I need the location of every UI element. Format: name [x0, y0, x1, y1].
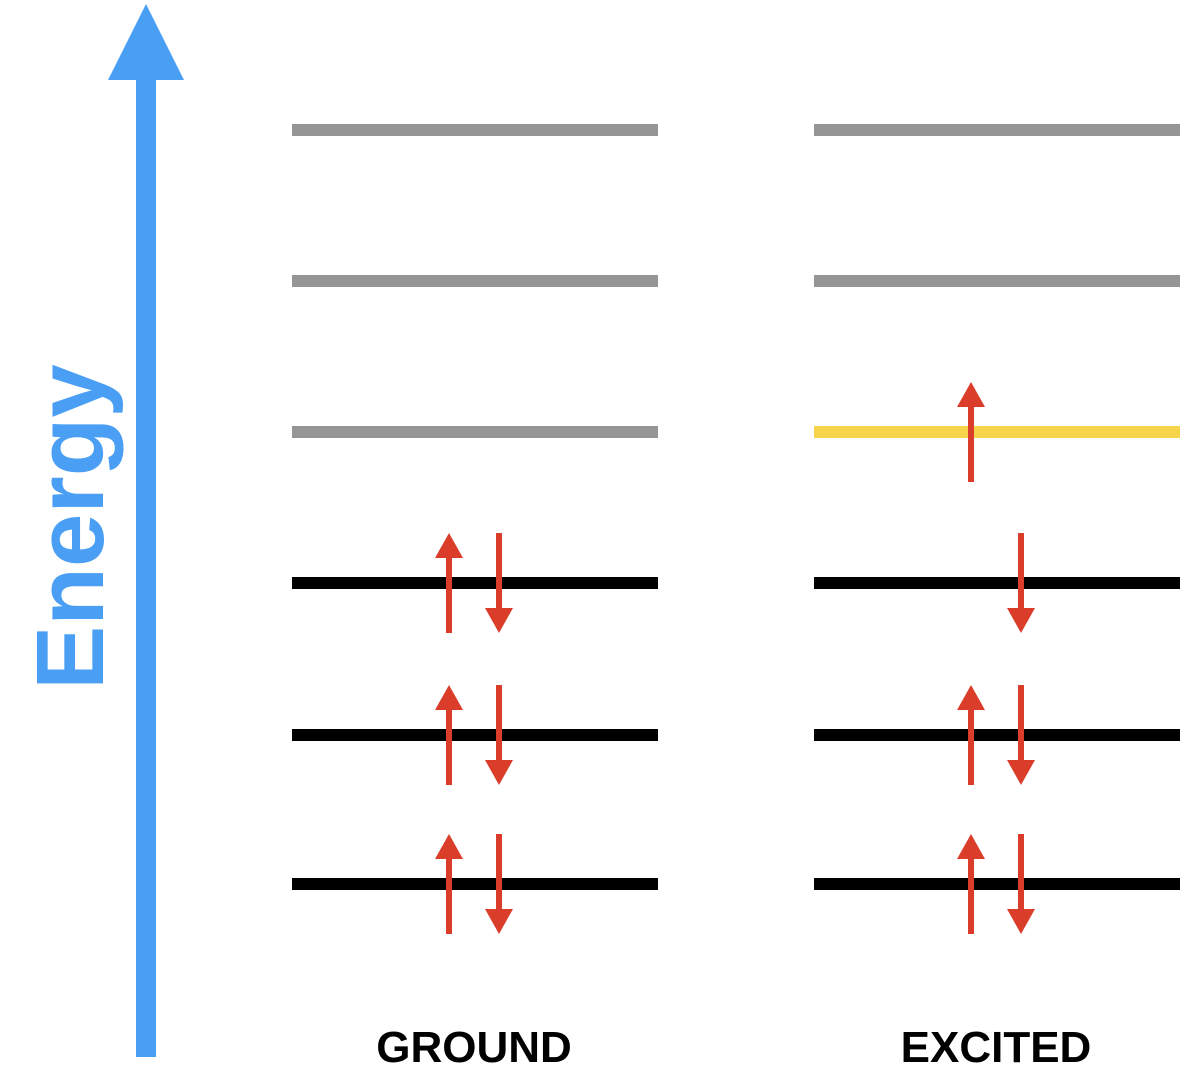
- electron-spin-up-arrow: [957, 834, 985, 934]
- electron-spin-down-arrow: [485, 685, 513, 785]
- energy-level-highlight: [814, 426, 1180, 438]
- energy-level-occupied: [292, 878, 658, 890]
- energy-level-occupied: [292, 577, 658, 589]
- energy-axis-shaft: [136, 75, 156, 1057]
- energy-level-unoccupied: [292, 275, 658, 287]
- energy-level-occupied: [292, 729, 658, 741]
- electron-spin-down-arrow: [1007, 834, 1035, 934]
- energy-level-unoccupied: [814, 275, 1180, 287]
- energy-level-unoccupied: [814, 124, 1180, 136]
- energy-level-occupied: [814, 878, 1180, 890]
- electron-spin-down-arrow: [1007, 685, 1035, 785]
- energy-level-unoccupied: [292, 124, 658, 136]
- energy-level-occupied: [814, 577, 1180, 589]
- configuration-ground: GROUND: [292, 124, 658, 1072]
- electron-spin-up-arrow: [435, 834, 463, 934]
- energy-axis-arrowhead: [108, 4, 184, 80]
- electron-spin-up-arrow: [435, 685, 463, 785]
- configuration-label: GROUND: [376, 1023, 572, 1072]
- electron-spin-down-arrow: [1007, 533, 1035, 633]
- electron-spin-up-arrow: [957, 382, 985, 482]
- configuration-label: EXCITED: [901, 1023, 1092, 1072]
- electron-spin-down-arrow: [485, 533, 513, 633]
- configurations: GROUND EXCITED: [292, 124, 1180, 1072]
- energy-axis: Energy: [17, 4, 184, 1057]
- energy-axis-label: Energy: [17, 364, 124, 689]
- energy-level-unoccupied: [292, 426, 658, 438]
- electron-spin-up-arrow: [957, 685, 985, 785]
- electron-spin-up-arrow: [435, 533, 463, 633]
- configuration-excited: EXCITED: [814, 124, 1180, 1072]
- electron-spin-down-arrow: [485, 834, 513, 934]
- energy-level-occupied: [814, 729, 1180, 741]
